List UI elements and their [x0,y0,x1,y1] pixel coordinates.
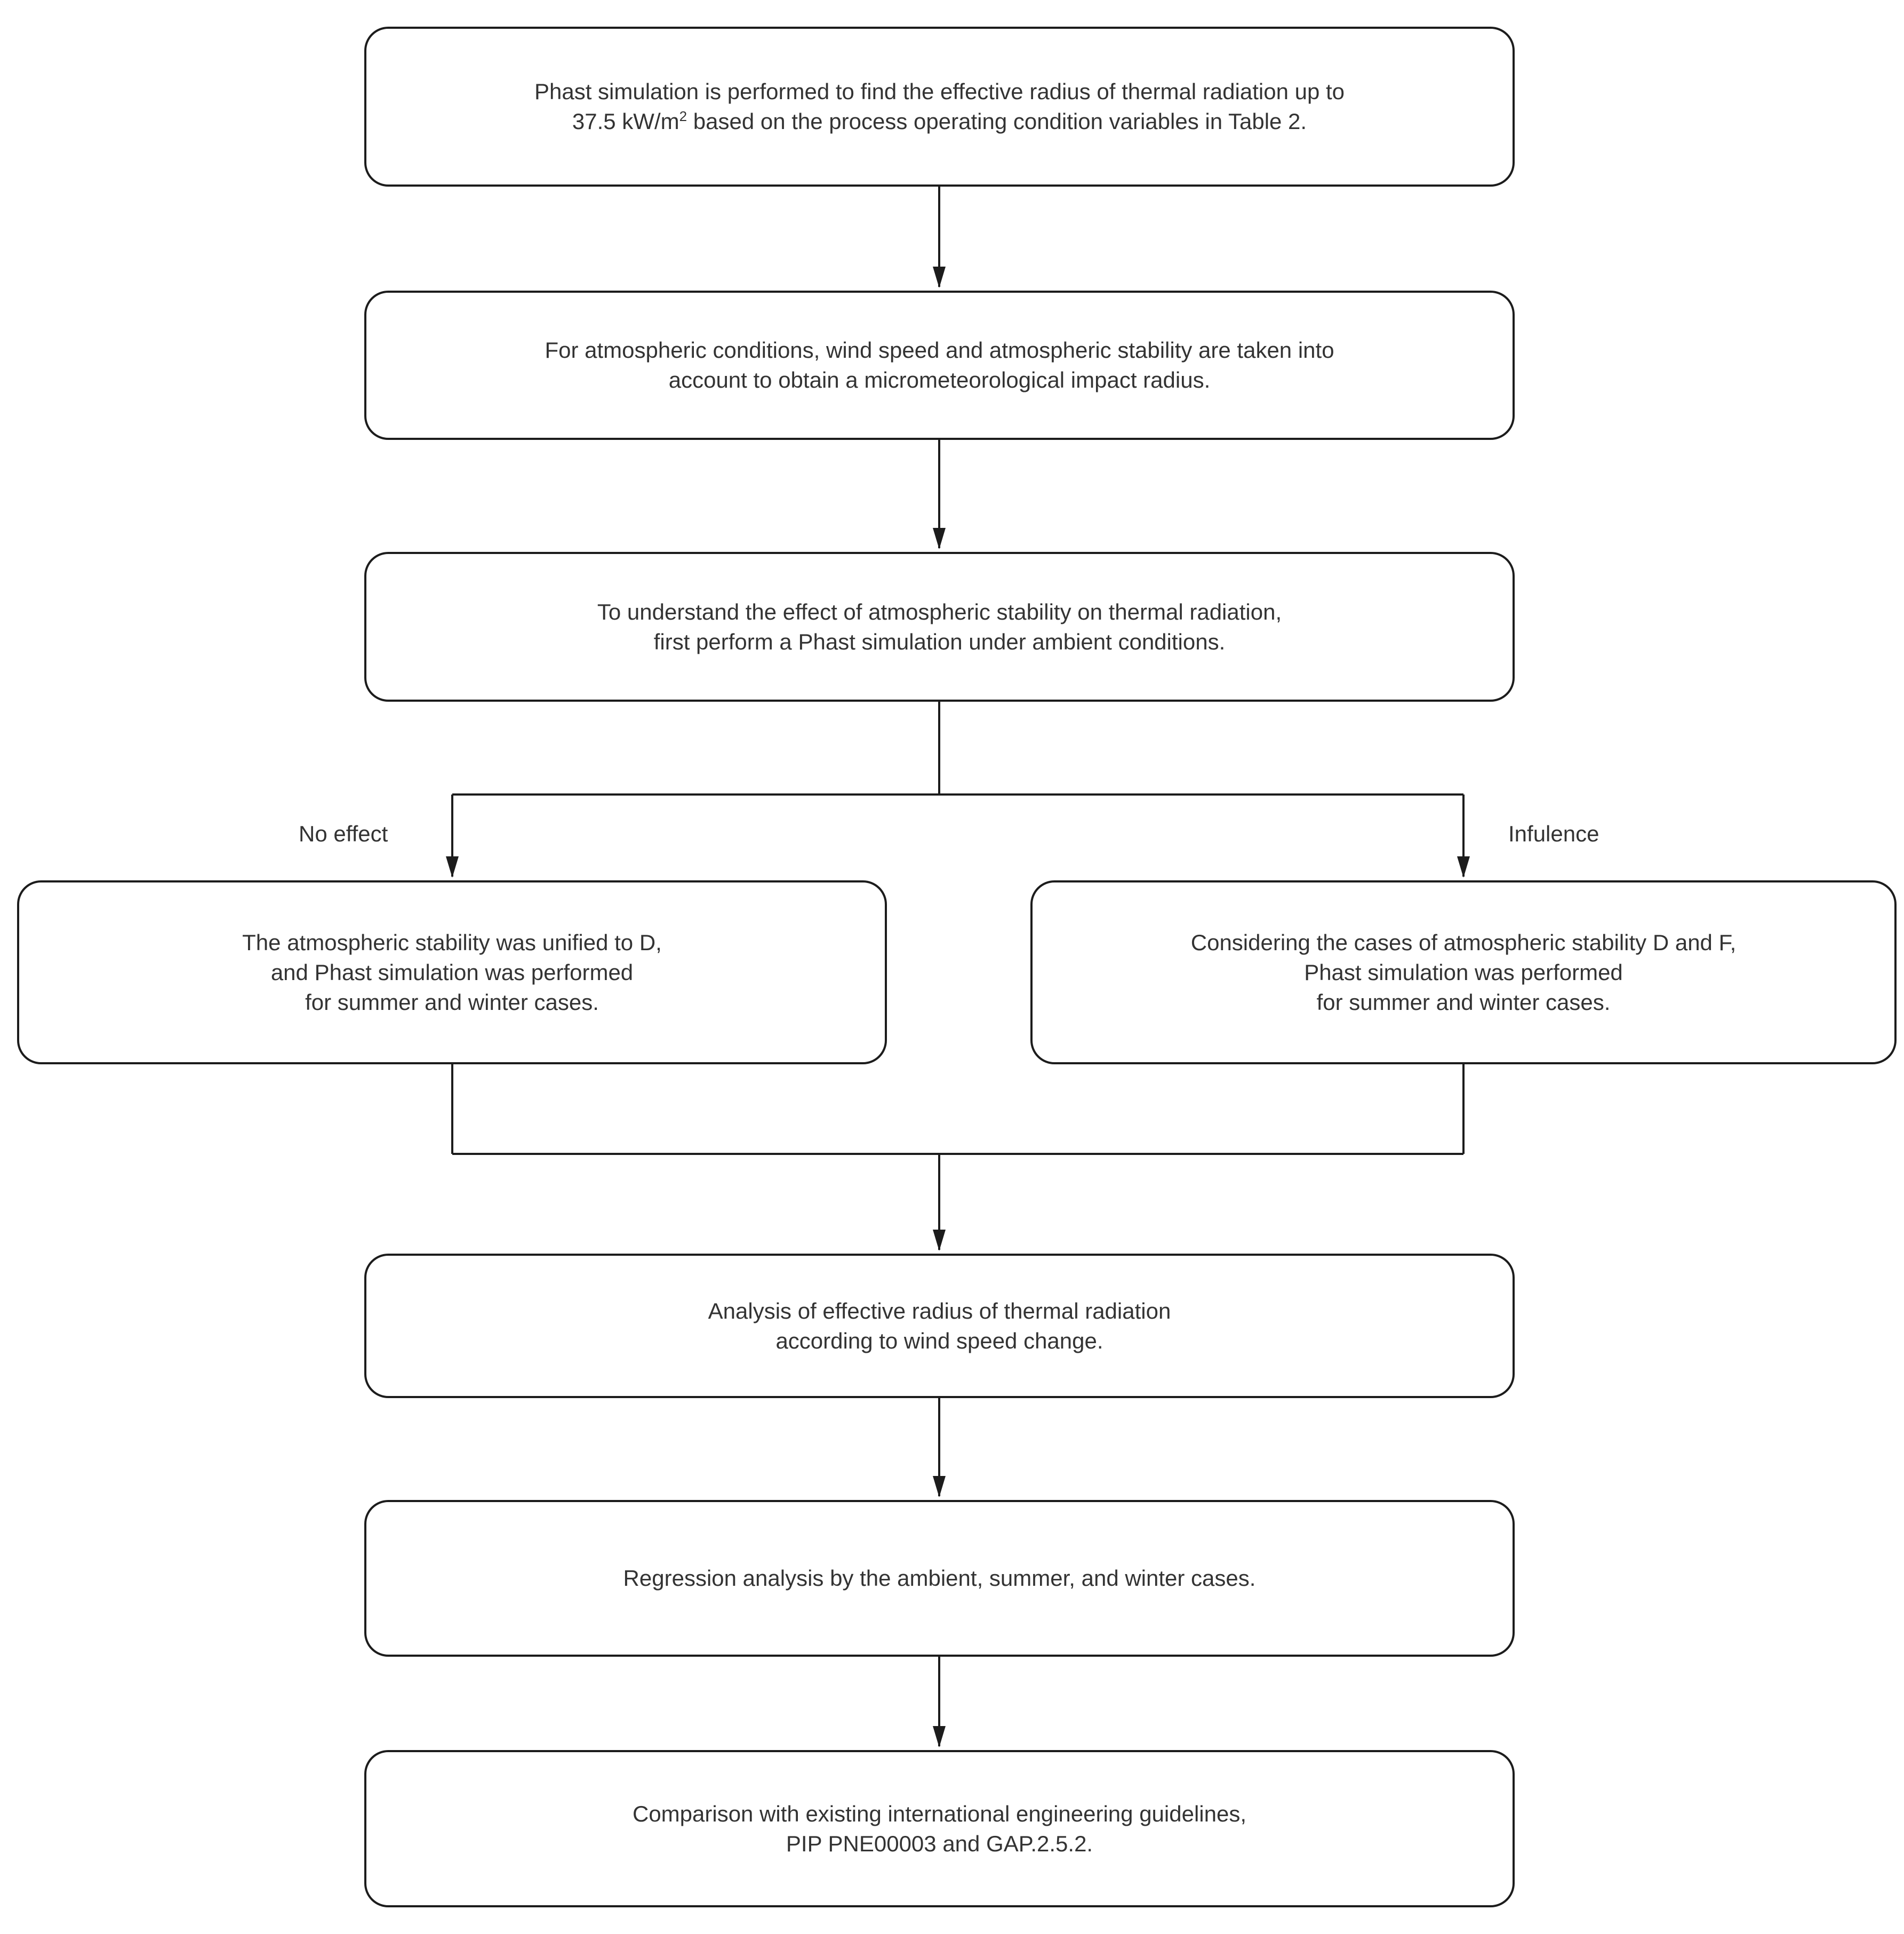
node-text-line: 37.5 kW/m2 based on the process operatin… [572,108,1307,134]
node-text-line: PIP PNE00003 and GAP.2.5.2. [786,1831,1093,1856]
node-text-line: Analysis of effective radius of thermal … [708,1298,1171,1323]
node-influence-case: Considering the cases of atmospheric sta… [1030,880,1897,1064]
node-regression-analysis: Regression analysis by the ambient, summ… [364,1500,1515,1657]
node-text-line: Phast simulation was performed [1304,959,1623,985]
node-no-effect-case: The atmospheric stability was unified to… [17,880,887,1064]
branch-label-no-effect: No effect [299,821,388,846]
node-text-line: To understand the effect of atmospheric … [597,599,1282,624]
node-text-line: Considering the cases of atmospheric sta… [1190,929,1737,955]
node-text-line: Comparison with existing international e… [632,1801,1247,1826]
node-text-line: The atmospheric stability was unified to… [242,929,662,955]
node-text-line: account to obtain a micrometeorological … [668,367,1211,392]
node-guideline-comparison: Comparison with existing international e… [364,1750,1515,1907]
node-text-line: first perform a Phast simulation under a… [653,629,1226,654]
node-text-line: for summer and winter cases. [1316,989,1611,1015]
node-phast-simulation: Phast simulation is performed to find th… [364,27,1515,187]
node-text-line: Regression analysis by the ambient, summ… [623,1566,1256,1591]
superscript: 2 [679,108,687,124]
node-text-line: according to wind speed change. [775,1328,1103,1353]
node-atmospheric-conditions: For atmospheric conditions, wind speed a… [364,291,1515,440]
node-text-line: For atmospheric conditions, wind speed a… [545,338,1334,363]
node-text-line: and Phast simulation was performed [270,959,634,985]
branch-label-influence: Infulence [1508,821,1599,846]
node-ambient-simulation: To understand the effect of atmospheric … [364,552,1515,702]
node-text-line: for summer and winter cases. [305,989,599,1015]
node-wind-speed-analysis: Analysis of effective radius of thermal … [364,1254,1515,1398]
node-text-line: Phast simulation is performed to find th… [534,79,1345,104]
